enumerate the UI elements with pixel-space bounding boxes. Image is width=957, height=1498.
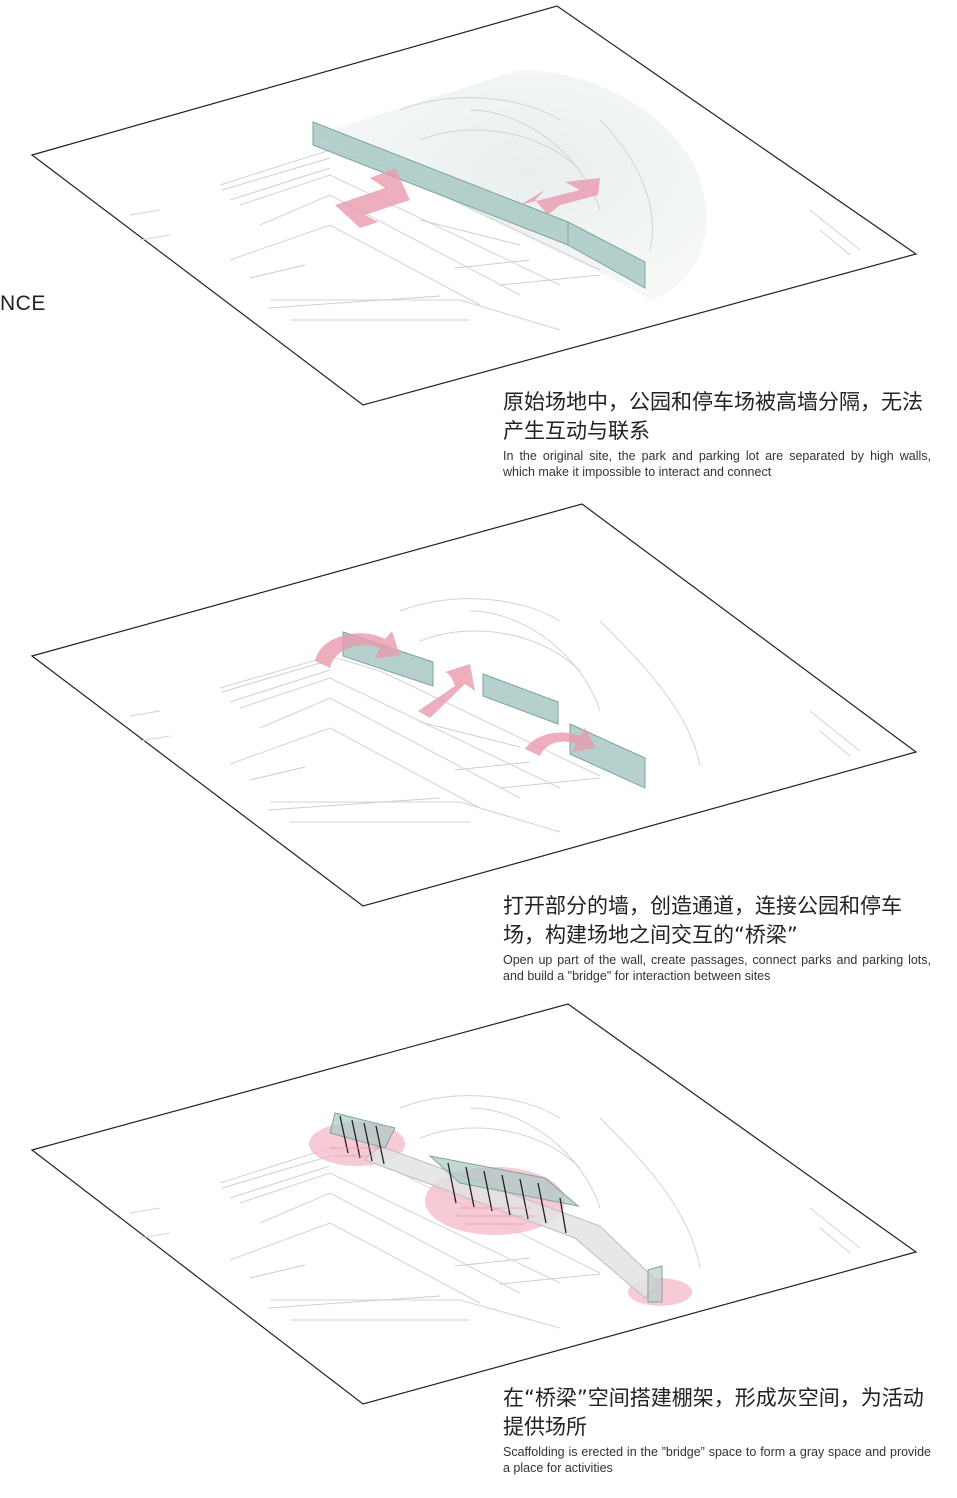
caption-2-en: Open up part of the wall, create passage…: [503, 953, 931, 983]
site-axonometric-1: [30, 5, 918, 406]
side-label: NCE: [0, 292, 46, 315]
caption-3-en: Scaffolding is erected in the ”bridge” s…: [503, 1445, 931, 1475]
caption-2-zh: 打开部分的墙，创造通道，连接公园和停车场，构建场地之间交互的“桥梁”: [503, 894, 902, 947]
passage-arrow-3: [525, 728, 596, 756]
parking-stalls: [221, 659, 601, 811]
site-plane: [30, 503, 918, 907]
parking-stalls: [221, 157, 601, 309]
caption-3: 在“桥梁”空间搭建棚架，形成灰空间，为活动提供场所 Scaffolding is…: [503, 1384, 931, 1476]
bridge-strip: [364, 1145, 659, 1299]
panel-open-wall: 打开部分的墙，创造通道，连接公园和停车场，构建场地之间交互的“桥梁” Open …: [0, 496, 957, 986]
site-linework: [129, 598, 861, 833]
zone-hatching: [330, 1147, 535, 1225]
caption-1-zh: 原始场地中，公园和停车场被高墙分隔，无法产生互动与联系: [503, 390, 923, 443]
caption-1: 原始场地中，公园和停车场被高墙分隔，无法产生互动与联系 In the origi…: [503, 388, 931, 480]
site-linework: [129, 1095, 861, 1329]
caption-3-zh: 在“桥梁”空间搭建棚架，形成灰空间，为活动提供场所: [503, 1386, 924, 1439]
panel-original-site: 原始场地中，公园和停车场被高墙分隔，无法产生互动与联系 In the origi…: [0, 0, 957, 490]
caption-1-en: In the original site, the park and parki…: [503, 449, 931, 479]
caption-2: 打开部分的墙，创造通道，连接公园和停车场，构建场地之间交互的“桥梁” Open …: [503, 892, 931, 984]
passage-arrow-2: [418, 664, 475, 718]
blocked-arrow-right: [520, 178, 600, 215]
high-wall-b: [567, 221, 646, 289]
wall-segment-2: [482, 673, 559, 725]
panel-scaffolding: 在“桥梁”空间搭建棚架，形成灰空间，为活动提供场所 Scaffolding is…: [0, 998, 957, 1498]
passage-arrow-1: [315, 631, 400, 668]
parking-stalls: [221, 1155, 601, 1309]
site-axonometric-3: [30, 1003, 918, 1405]
scaffold-posts: [339, 1115, 567, 1234]
site-axonometric-2: [30, 503, 918, 907]
canopy-post-end: [647, 1265, 663, 1303]
blocked-arrow-left: [335, 168, 410, 228]
